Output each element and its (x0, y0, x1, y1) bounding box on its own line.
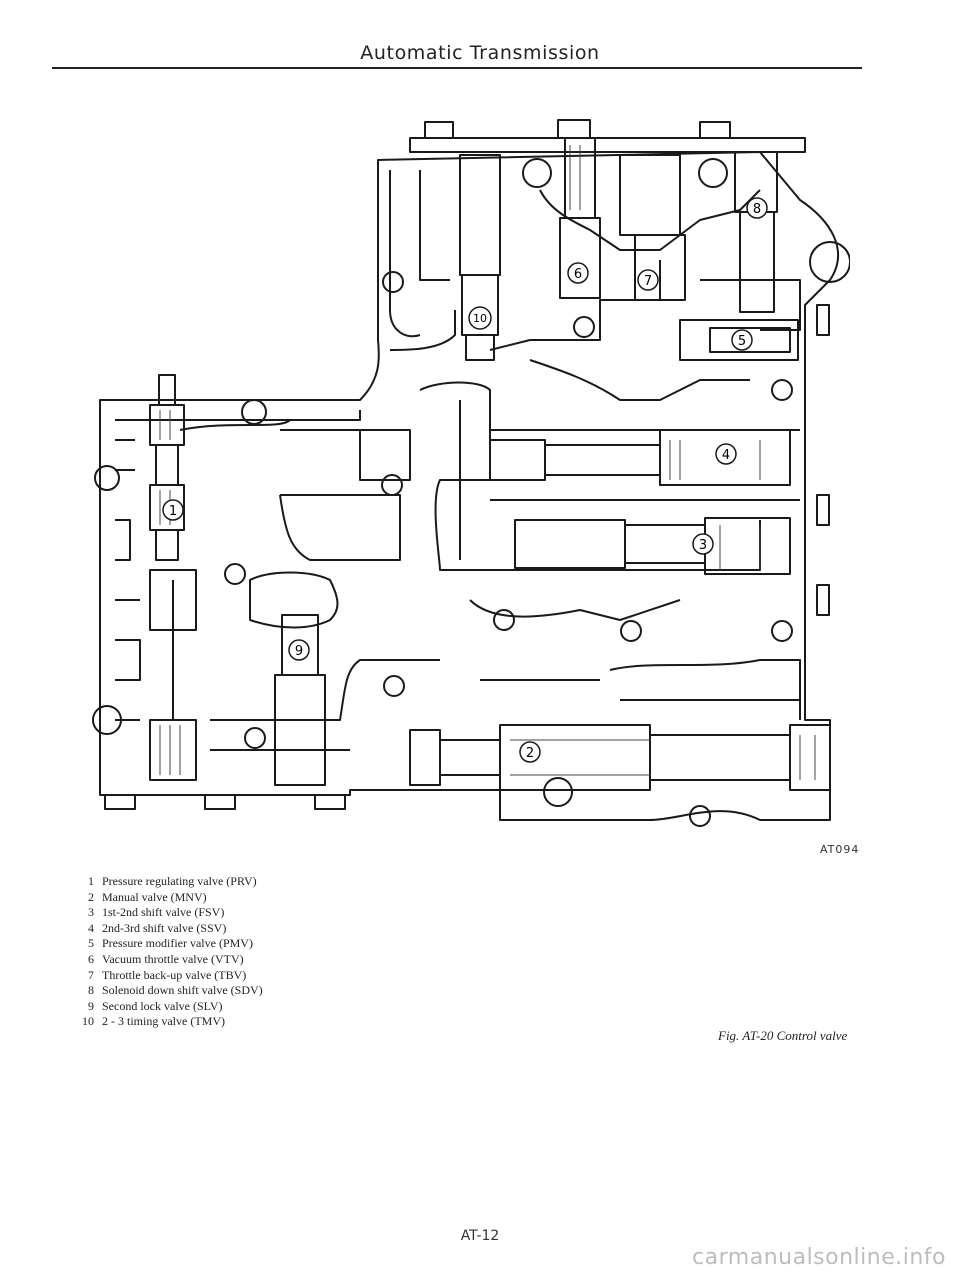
valve-9-slv (274, 614, 326, 786)
callout-4: 4 (715, 443, 737, 465)
callout-3: 3 (692, 533, 714, 555)
page-number: AT-12 (460, 1228, 500, 1244)
legend-number: 9 (88, 998, 94, 1013)
page-header-title: Automatic Transmission (360, 42, 600, 64)
callout-5: 5 (731, 329, 753, 351)
callout-label: 7 (644, 274, 652, 289)
callout-label: 6 (574, 267, 582, 282)
valve-body-outline (99, 151, 840, 821)
watermark: carmanualsonline.info (692, 1245, 946, 1270)
legend-item: 6 Vacuum throttle valve (VTV) (72, 952, 263, 968)
legend-list: 1 Pressure regulating valve (PRV) 2 Manual… (72, 874, 263, 1030)
valve-4-ssv (489, 429, 791, 486)
legend-text: Throttle back-up valve (TBV) (102, 967, 247, 982)
figure-code: AT094 (820, 843, 860, 856)
valve-1-prv (149, 374, 197, 781)
valve-5-pmv (679, 319, 799, 361)
legend-number: 4 (88, 920, 94, 935)
legend-number: 1 (88, 874, 94, 888)
legend-number: 3 (88, 905, 94, 920)
figure-caption: Fig. AT-20 Control valve (718, 1028, 848, 1043)
callout-label: 2 (526, 746, 534, 761)
legend-item: 7 Throttle back-up valve (TBV) (72, 968, 263, 984)
top-plate (409, 137, 806, 153)
callout-label: 3 (699, 538, 707, 553)
legend-item: 2 Manual valve (MNV) (72, 890, 263, 906)
callout-2: 2 (519, 741, 541, 763)
legend-item: 8 Solenoid down shift valve (SDV) (72, 983, 263, 999)
callout-label: 1 (169, 504, 177, 519)
callout-label: 8 (753, 202, 761, 217)
legend-number: 6 (88, 951, 94, 966)
valve-10-tmv (459, 154, 501, 361)
legend-number: 5 (88, 936, 94, 951)
legend-text: 1st-2nd shift valve (FSV) (102, 905, 225, 920)
callout-7: 7 (637, 269, 659, 291)
valve-7-tbv (619, 154, 686, 301)
legend-text: Second lock valve (SLV) (102, 998, 223, 1013)
control-valve-diagram: 1 2 3 4 5 6 7 8 9 10 (92, 119, 850, 827)
legend-text: 2 - 3 timing valve (TMV) (102, 1014, 225, 1029)
callout-label: 10 (473, 312, 487, 325)
legend-text: Solenoid down shift valve (SDV) (102, 983, 263, 998)
legend-number: 2 (88, 889, 94, 904)
callout-6: 6 (567, 262, 589, 284)
legend-text: Pressure regulating valve (PRV) (102, 874, 257, 888)
valve-3-fsv (514, 517, 791, 575)
legend-number: 7 (88, 967, 94, 982)
legend-item: 3 1st-2nd shift valve (FSV) (72, 905, 263, 921)
legend-item: 1 Pressure regulating valve (PRV) (72, 874, 263, 890)
callout-9: 9 (288, 639, 310, 661)
valve-8-sdv (734, 151, 778, 313)
legend-item: 10 2 - 3 timing valve (TMV) (72, 1014, 263, 1030)
legend-number: 10 (82, 1014, 94, 1029)
legend-number: 8 (88, 983, 94, 998)
callout-10: 10 (468, 306, 492, 330)
callout-label: 5 (738, 334, 746, 349)
callout-label: 4 (722, 448, 730, 463)
header-rule (52, 67, 862, 69)
legend-item: 9 Second lock valve (SLV) (72, 999, 263, 1015)
callout-8: 8 (746, 197, 768, 219)
valve-6-vtv (559, 137, 601, 299)
legend-item: 5 Pressure modifier valve (PMV) (72, 936, 263, 952)
valve-2-mnv (409, 724, 831, 791)
legend-text: 2nd-3rd shift valve (SSV) (102, 920, 227, 935)
callout-1: 1 (162, 499, 184, 521)
legend-text: Vacuum throttle valve (VTV) (102, 951, 244, 966)
legend-text: Pressure modifier valve (PMV) (102, 936, 253, 951)
callout-label: 9 (295, 644, 303, 659)
legend-item: 4 2nd-3rd shift valve (SSV) (72, 921, 263, 937)
legend-text: Manual valve (MNV) (102, 889, 207, 904)
